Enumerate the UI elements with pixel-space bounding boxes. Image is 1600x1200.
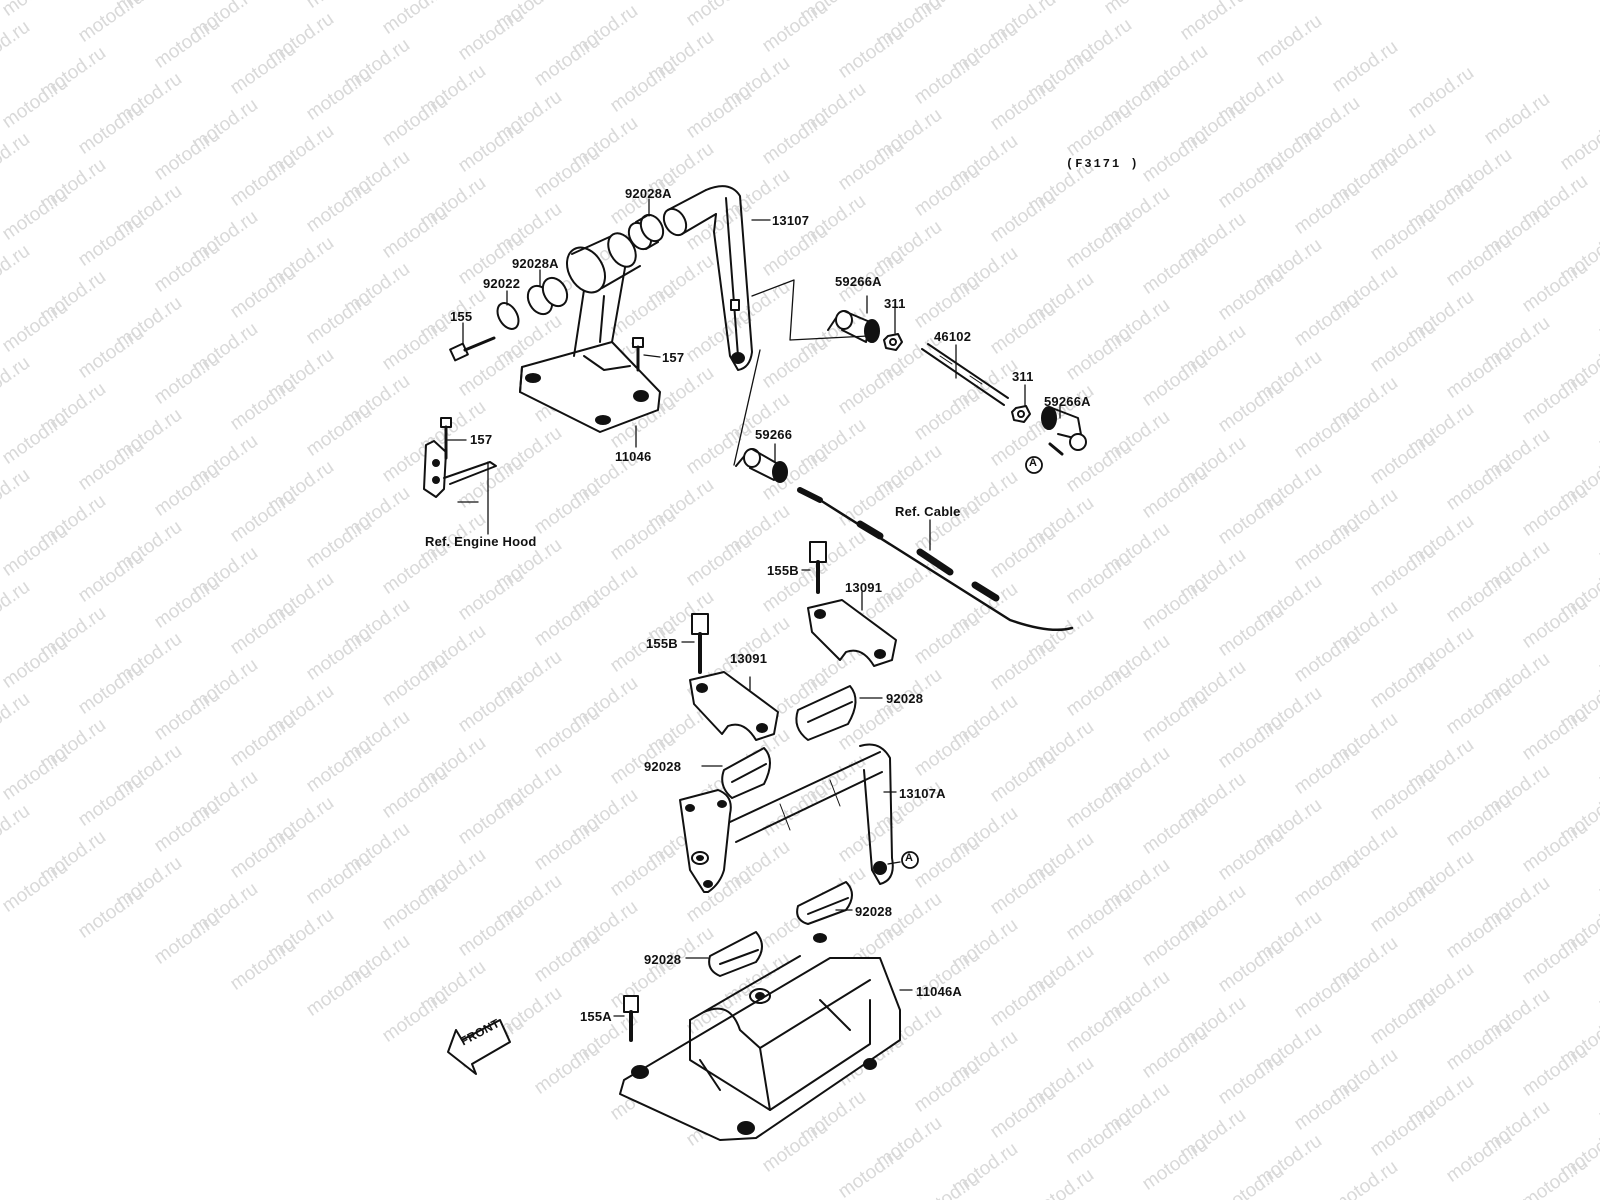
bolt-155 [449, 336, 496, 362]
circle-marker-a-lower-text: A [905, 852, 914, 864]
bushing-92028-left-lower [708, 931, 763, 977]
ball-joint-59266A-right [1041, 406, 1087, 456]
part-label-59266A-right: 59266A [1044, 394, 1091, 409]
bushing-92028A-lower [526, 276, 569, 316]
part-label-155B-left: 155B [646, 636, 678, 651]
part-label-155A: 155A [580, 1009, 612, 1024]
bolt-155A [623, 995, 639, 1042]
diagram-code: (F3171 ) [1066, 157, 1140, 171]
nut-311-right [1011, 405, 1031, 423]
bushing-92028-left-upper [721, 747, 771, 799]
cap-13091-left [689, 671, 779, 741]
bolt-155B-left [691, 613, 709, 674]
cap-13091-right [807, 599, 897, 667]
part-label-311-right: 311 [1012, 369, 1034, 384]
part-label-59266: 59266 [755, 427, 793, 442]
part-label-13091-right: 13091 [845, 580, 883, 595]
part-label-92022: 92022 [483, 276, 521, 291]
boss-tube [566, 232, 641, 294]
part-label-155B-right: 155B [767, 563, 799, 578]
circle-marker-a-lower [901, 851, 919, 869]
leader-lines-upper [447, 198, 771, 535]
part-label-ref-cable: Ref. Cable [895, 504, 961, 519]
rod-46102 [921, 343, 1009, 406]
part-label-59266A-left: 59266A [835, 274, 882, 289]
part-label-11046: 11046 [615, 449, 652, 464]
part-label-92028-right-upper: 92028 [886, 691, 924, 706]
part-label-155: 155 [450, 309, 473, 324]
leader-lines-rod [774, 295, 1061, 551]
part-label-92028-left-lower: 92028 [644, 952, 682, 967]
front-arrow-icon [447, 1019, 511, 1075]
part-label-157-lower: 157 [470, 432, 493, 447]
ball-joint-59266 [735, 448, 788, 483]
part-label-311-left: 311 [884, 296, 906, 311]
part-label-92028A-upper: 92028A [625, 186, 672, 201]
leader-lines-lower [613, 569, 913, 1017]
break-line-lower [733, 349, 761, 466]
part-label-46102: 46102 [934, 329, 972, 344]
bolt-155B-right [809, 541, 827, 594]
part-label-92028-left-upper: 92028 [644, 759, 682, 774]
bushing-92028-right-upper [795, 685, 857, 741]
circle-marker-a-upper [1025, 456, 1043, 474]
washer-92022 [496, 302, 520, 330]
part-label-ref-engine-hood: Ref. Engine Hood [425, 534, 537, 549]
nut-311-left [883, 333, 903, 351]
shaft-lever-13107A [679, 743, 894, 893]
cable [797, 487, 1074, 632]
part-label-13107: 13107 [772, 213, 810, 228]
ball-joint-59266A-left [827, 310, 880, 343]
bushing-92028A-upper [627, 213, 665, 251]
part-label-13107A: 13107A [899, 786, 946, 801]
engine-hood-bracket [423, 417, 497, 498]
bushing-92028-right-lower [796, 881, 853, 925]
bolt-157-upper [632, 337, 644, 372]
break-line-upper [751, 279, 869, 341]
lever-13107 [662, 185, 753, 371]
part-label-11046A: 11046A [916, 984, 963, 999]
base-11046A [619, 933, 901, 1141]
part-label-13091-left: 13091 [730, 651, 768, 666]
circle-marker-a-upper-text: A [1029, 457, 1038, 469]
part-label-92028A-lower: 92028A [512, 256, 559, 271]
part-label-92028-right-lower: 92028 [855, 904, 893, 919]
part-label-157-upper: 157 [662, 350, 685, 365]
